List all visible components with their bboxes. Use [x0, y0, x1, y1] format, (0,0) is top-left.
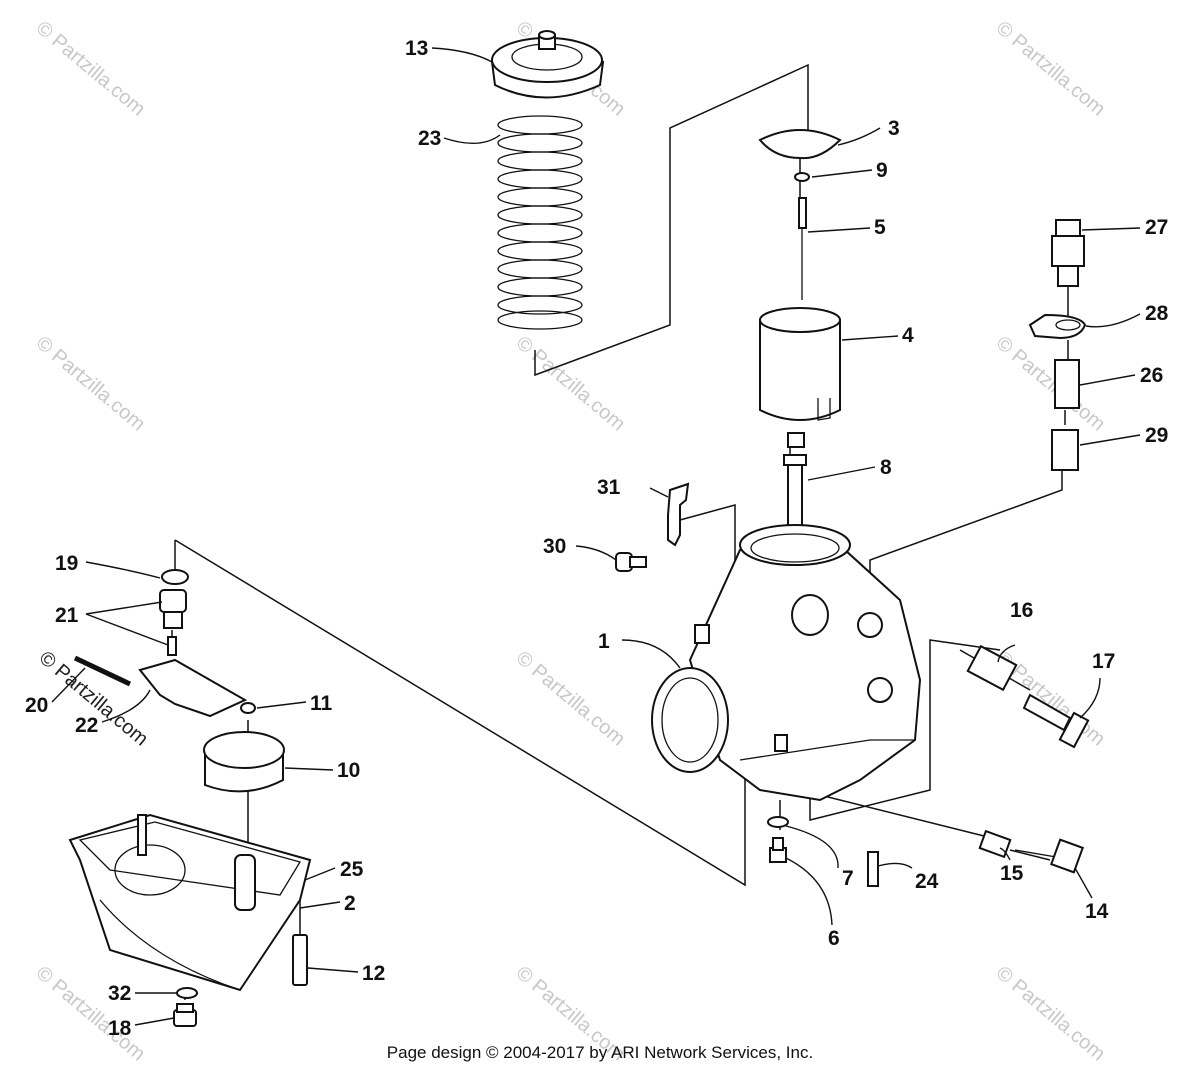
- callout-26: 26: [1140, 364, 1163, 387]
- watermark: © Partzilla.com: [992, 332, 1109, 435]
- callout-19: 19: [55, 552, 78, 575]
- spring-part-23: [497, 115, 583, 330]
- float-bowl-part-2: [68, 813, 312, 992]
- carburetor-body-part-1: [651, 524, 922, 802]
- callout-15: 15: [1000, 862, 1024, 885]
- bracket-part-31: [667, 482, 690, 547]
- callout-25: 25: [340, 858, 364, 881]
- gasket-part-19: [161, 569, 189, 585]
- valve-seat-part-21: [159, 589, 187, 656]
- callout-27: 27: [1145, 216, 1168, 239]
- slide-part-4: [759, 307, 841, 421]
- float-arm-part-22: [138, 658, 248, 718]
- pilot-jet-part-24: [867, 851, 879, 887]
- callout-21: 21: [55, 604, 79, 627]
- pin-part-20: [73, 655, 132, 687]
- callout-6: 6: [828, 927, 840, 950]
- callout-24: 24: [915, 870, 939, 893]
- callout-11: 11: [310, 692, 333, 715]
- screw-part-12: [292, 934, 308, 986]
- callout-17: 17: [1092, 650, 1115, 673]
- main-jet-part-6: [769, 837, 787, 863]
- callout-2: 2: [344, 892, 356, 915]
- clip-plate-part-3: [758, 129, 842, 160]
- callouts: 13 23 3 9 5 4 8 27 28 26 29 31 30 1 19 2…: [25, 37, 1169, 1040]
- page-footer: Page design © 2004-2017 by ARI Network S…: [386, 1043, 814, 1062]
- callout-14: 14: [1085, 900, 1109, 923]
- callout-3: 3: [888, 117, 900, 140]
- callout-13: 13: [405, 37, 428, 60]
- callout-10: 10: [337, 759, 360, 782]
- pilot-screw-part-14: [1014, 838, 1085, 874]
- screw-part-30: [615, 552, 647, 572]
- callout-4: 4: [902, 324, 914, 347]
- clip-part-9: [794, 172, 810, 182]
- spring-part-16: [966, 644, 1018, 692]
- callout-9: 9: [876, 159, 888, 182]
- callout-20: 20: [25, 694, 48, 717]
- callout-22: 22: [75, 714, 98, 737]
- watermark: © Partzilla.com: [512, 647, 629, 750]
- watermark: © Partzilla.com: [32, 332, 149, 435]
- watermark: © Partzilla.com: [992, 17, 1109, 120]
- callout-5: 5: [874, 216, 886, 239]
- callout-1: 1: [598, 630, 610, 653]
- callout-7: 7: [842, 867, 854, 890]
- callout-30: 30: [543, 535, 566, 558]
- callout-12: 12: [362, 962, 385, 985]
- air-screw-assembly: [1028, 219, 1087, 471]
- float-part-10: [203, 731, 285, 793]
- callout-28: 28: [1145, 302, 1169, 325]
- callout-16: 16: [1010, 599, 1033, 622]
- callout-18: 18: [108, 1017, 132, 1040]
- drain-plug-part-18: [173, 1003, 197, 1027]
- washer-part-32: [176, 987, 198, 999]
- cap-part-13: [490, 30, 605, 99]
- callout-32: 32: [108, 982, 131, 1005]
- needle-part-11: [240, 702, 256, 714]
- watermark: © Partzilla.com: [512, 332, 629, 435]
- callout-23: 23: [418, 127, 441, 150]
- callout-31: 31: [597, 476, 621, 499]
- watermark: © Partzilla.com: [32, 17, 149, 120]
- callout-8: 8: [880, 456, 892, 479]
- leader-lines: [51, 47, 1141, 1026]
- washer-part-7: [767, 816, 789, 828]
- callout-29: 29: [1145, 424, 1168, 447]
- needle-jet-part-8: [783, 432, 807, 541]
- needle-part-5: [798, 197, 807, 300]
